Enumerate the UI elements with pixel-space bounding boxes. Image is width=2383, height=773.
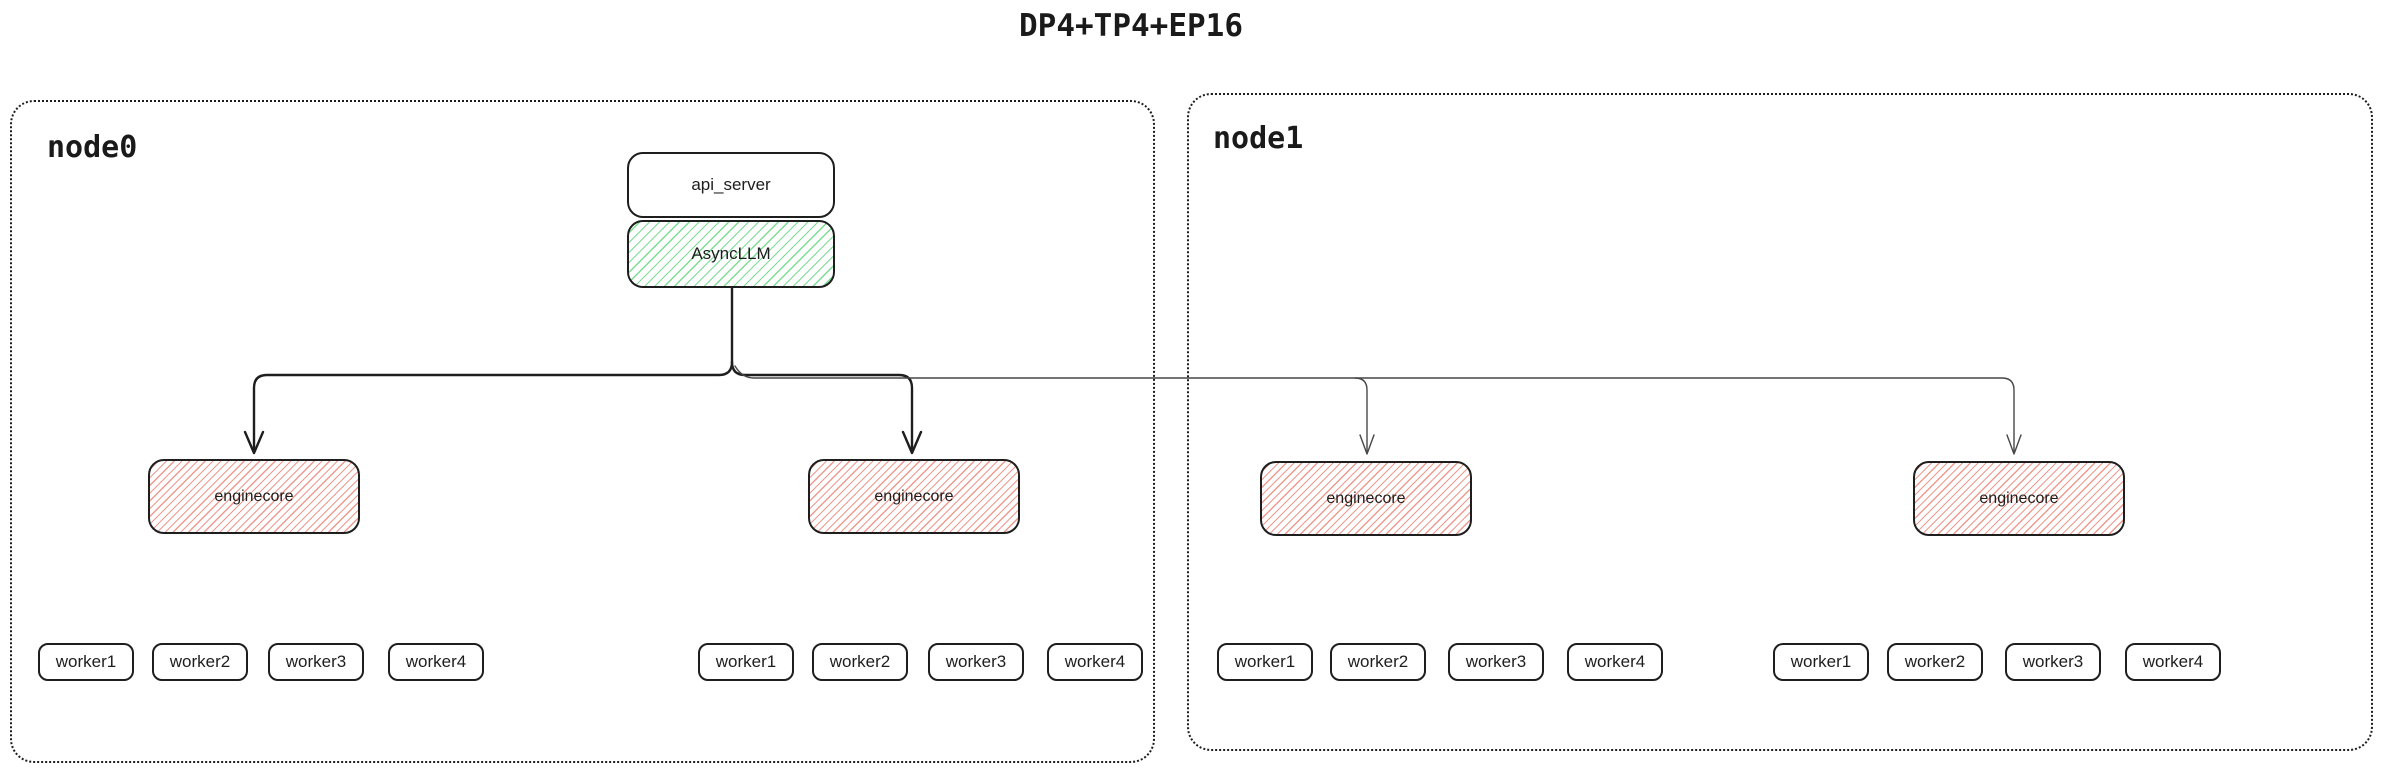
worker-label: worker1 [1234,652,1296,671]
worker-box: worker2 [1330,643,1426,681]
worker-label: worker1 [1790,652,1852,671]
worker-box: worker4 [388,643,484,681]
enginecore-box-4: enginecore [1913,461,2125,536]
worker-box: worker2 [1887,643,1983,681]
diagram-title: DP4+TP4+EP16 [1019,8,1243,44]
worker-label: worker2 [169,652,231,671]
enginecore-label: enginecore [1326,489,1406,507]
worker-box: worker4 [1047,643,1143,681]
asyncllm-label: AsyncLLM [691,244,771,263]
worker-label: worker2 [1347,652,1409,671]
node0-label: node0 [47,130,138,165]
worker-box: worker1 [1773,643,1869,681]
worker-box: worker3 [268,643,364,681]
worker-label: worker4 [405,652,467,671]
worker-box: worker4 [2125,643,2221,681]
asyncllm-box: AsyncLLM [627,220,835,288]
worker-box: worker3 [928,643,1024,681]
worker-box: worker1 [1217,643,1313,681]
worker-box: worker2 [812,643,908,681]
worker-box: worker3 [1448,643,1544,681]
worker-box: worker4 [1567,643,1663,681]
worker-label: worker3 [285,652,347,671]
worker-label: worker4 [1584,652,1646,671]
worker-label: worker2 [1904,652,1966,671]
worker-label: worker1 [55,652,117,671]
enginecore-label: enginecore [1979,489,2059,507]
worker-label: worker2 [829,652,891,671]
worker-box: worker2 [152,643,248,681]
worker-label: worker4 [1064,652,1126,671]
enginecore-label: enginecore [874,487,954,505]
worker-box: worker1 [698,643,794,681]
worker-label: worker1 [715,652,777,671]
worker-label: worker3 [1465,652,1527,671]
api-server-box: api_server [627,152,835,218]
enginecore-label: enginecore [214,487,294,505]
node1-label: node1 [1213,121,1304,156]
worker-box: worker1 [38,643,134,681]
worker-box: worker3 [2005,643,2101,681]
api-server-label: api_server [691,175,771,194]
enginecore-box-1: enginecore [148,459,360,534]
worker-label: worker3 [2022,652,2084,671]
enginecore-box-2: enginecore [808,459,1020,534]
worker-label: worker4 [2142,652,2204,671]
worker-label: worker3 [945,652,1007,671]
enginecore-box-3: enginecore [1260,461,1472,536]
